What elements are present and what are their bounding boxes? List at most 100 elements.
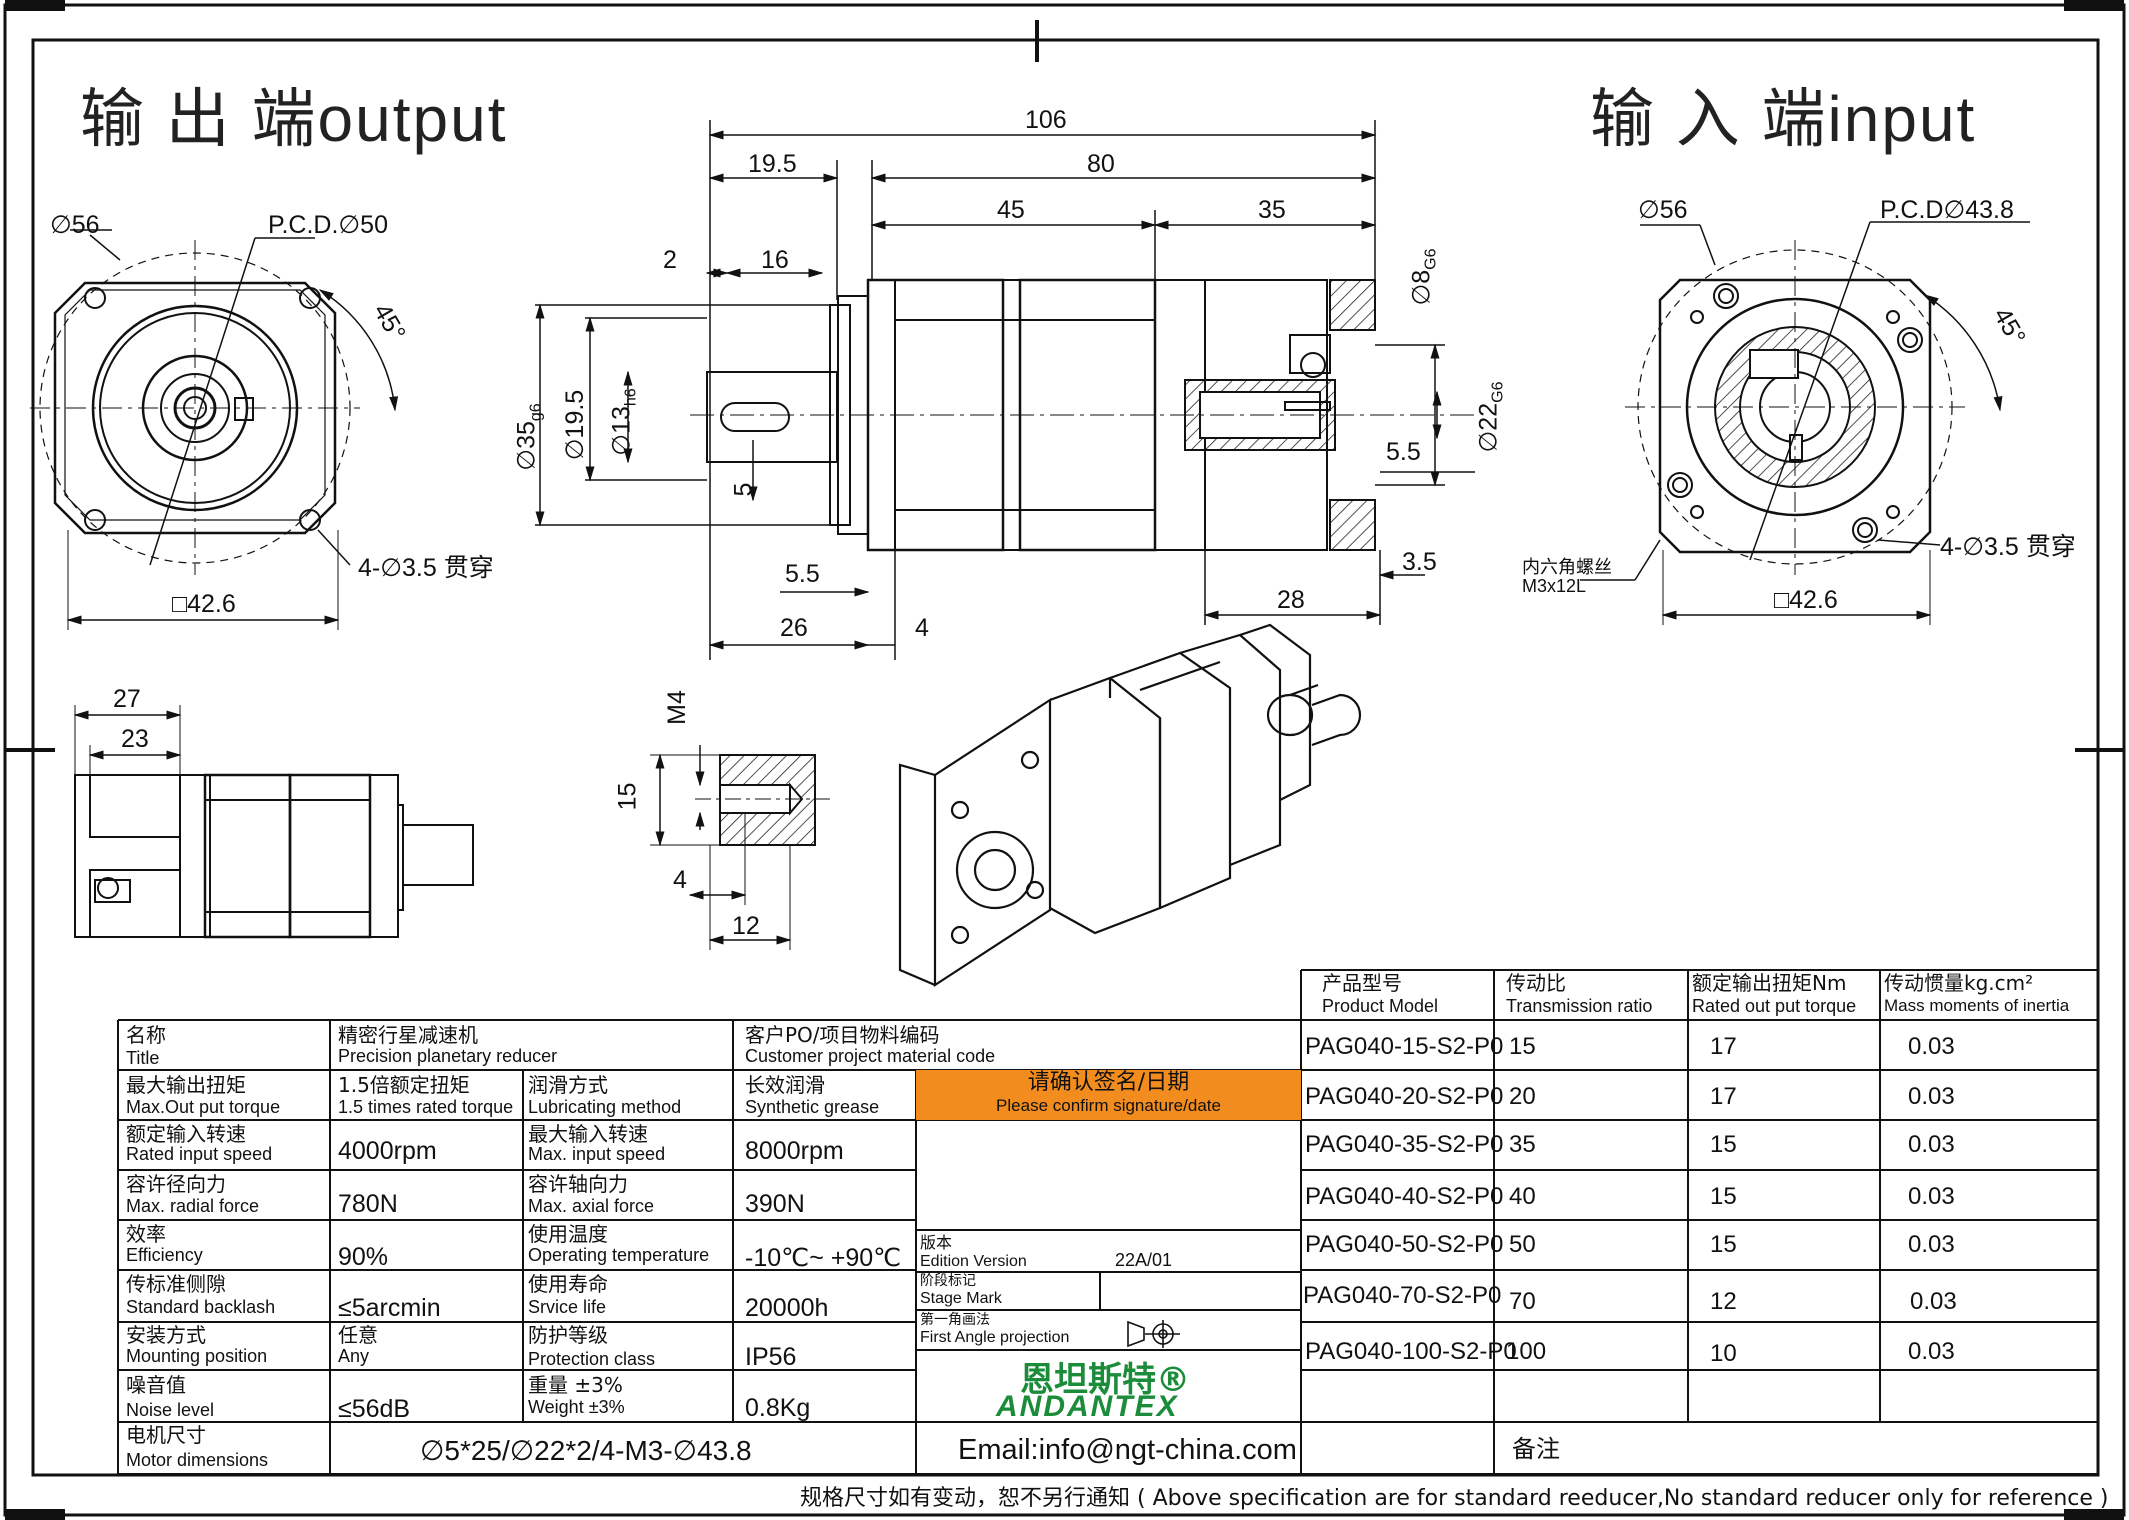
axial-force-cn: 容许轴向力 (528, 1172, 628, 1196)
confirm-signature-box[interactable]: 请确认签名/日期 Please confirm signature/date (916, 1070, 1301, 1120)
service-life-cn: 使用寿命 (528, 1272, 608, 1296)
header-ratio-cn: 传动比 (1506, 971, 1566, 995)
dim-23: 23 (121, 725, 149, 753)
torque-cell: 15 (1710, 1231, 1737, 1258)
dim-13h6: ∅13h6 (607, 388, 640, 456)
mounting-en: Mounting position (126, 1346, 268, 1366)
lubrication-label-en: Lubricating method (528, 1097, 682, 1117)
dim-19-5: 19.5 (748, 150, 797, 178)
first-angle-symbol (1127, 1320, 1180, 1348)
protection-en: Protection class (528, 1349, 656, 1369)
projection-cn: 第一角画法 (920, 1312, 990, 1328)
max-input-speed-value: 8000rpm (745, 1137, 844, 1165)
model-cell: PAG040-100-S2-P0 (1305, 1338, 1517, 1365)
inertia-cell: 0.03 (1908, 1338, 1955, 1365)
torque-cell: 15 (1710, 1131, 1737, 1158)
screw-label-cn: 内六角螺丝 (1522, 557, 1612, 578)
service-life-value: 20000h (745, 1294, 829, 1322)
backlash-value: ≤5arcmin (338, 1294, 441, 1322)
side-section-view (535, 120, 1480, 660)
mounting-value-en: Any (338, 1346, 370, 1366)
radial-force-cn: 容许径向力 (126, 1172, 226, 1196)
inertia-cell: 0.03 (1908, 1033, 1955, 1060)
dim-26: 26 (780, 614, 808, 642)
dim-19-5-dia: ∅19.5 (561, 389, 590, 461)
inertia-cell: 0.03 (1908, 1183, 1955, 1210)
customer-code-en: Customer project material code (745, 1046, 996, 1066)
noise-cn: 噪音值 (126, 1373, 186, 1397)
footer-note: 规格尺寸如有变动，恕不另行通知 ( Above specification ar… (800, 1486, 2109, 1511)
email[interactable]: Email:info@ngt-china.com (958, 1434, 1297, 1466)
dim-5-5-output: 5.5 (785, 560, 820, 588)
dim-106: 106 (1025, 106, 1067, 134)
protection-value: IP56 (745, 1343, 797, 1371)
input-title: 输 入 端input (1590, 83, 1977, 155)
dim-80: 80 (1087, 150, 1115, 178)
rated-input-speed-value: 4000rpm (338, 1137, 437, 1165)
ratio-cell: 40 (1509, 1183, 1536, 1210)
header-torque-en: Rated out put torque (1692, 996, 1857, 1016)
inertia-cell: 0.03 (1910, 1288, 1957, 1315)
max-output-torque-value-en: 1.5 times rated torque (338, 1097, 514, 1117)
ratio-cell: 35 (1509, 1131, 1536, 1158)
small-side-view (73, 705, 474, 939)
torque-cell: 15 (1710, 1183, 1737, 1210)
isometric-view (898, 623, 1362, 988)
dim-28: 28 (1277, 586, 1305, 614)
dim-22g6: ∅22G6 (1474, 381, 1507, 453)
ratio-cell: 100 (1506, 1338, 1547, 1365)
torque-cell: 10 (1710, 1340, 1737, 1367)
in-dia-56: ∅56 (1638, 196, 1688, 224)
output-flange-view (30, 229, 399, 630)
weight-cn: 重量 ±3% (528, 1373, 623, 1397)
dim-4: 4 (915, 614, 929, 642)
weight-value: 0.8Kg (745, 1394, 811, 1422)
stage-mark-cn: 阶段标记 (920, 1273, 976, 1289)
confirm-label-en: Please confirm signature/date (996, 1096, 1221, 1115)
model-cell: PAG040-35-S2-P0 (1305, 1131, 1504, 1158)
dim-2: 2 (663, 246, 677, 274)
mounting-cn: 安装方式 (126, 1323, 206, 1347)
out-holes: 4-∅3.5 贯穿 (358, 554, 494, 582)
edition-label-cn: 版本 (920, 1233, 953, 1252)
edition-label-en: Edition Version (920, 1253, 1027, 1270)
title-value-cn: 精密行星减速机 (338, 1023, 478, 1047)
screw-label-en: M3x12L (1522, 576, 1587, 596)
protection-cn: 防护等级 (528, 1323, 608, 1347)
efficiency-en: Efficiency (126, 1245, 203, 1265)
rated-input-speed-cn: 额定输入转速 (126, 1122, 246, 1146)
model-cell: PAG040-40-S2-P0 (1305, 1183, 1504, 1210)
temperature-en: Operating temperature (528, 1245, 710, 1265)
customer-code-cn: 客户PO/项目物料编码 (745, 1023, 940, 1047)
motor-dim-value: ∅5*25/∅22*2/4-M3-∅43.8 (420, 1435, 752, 1466)
header-inertia-en: Mass moments of inertia (1884, 996, 2070, 1015)
dim-16: 16 (761, 246, 789, 274)
out-pcd: P.C.D.∅50 (268, 211, 388, 239)
axial-force-en: Max. axial force (528, 1196, 655, 1216)
axial-force-value: 390N (745, 1190, 805, 1218)
table-grid (117, 969, 2098, 1475)
backlash-cn: 传标准侧隙 (126, 1272, 226, 1296)
lubrication-label-cn: 润滑方式 (528, 1073, 608, 1097)
model-cell: PAG040-15-S2-P0 (1305, 1033, 1504, 1060)
efficiency-cn: 效率 (126, 1222, 166, 1246)
motor-dim-en: Motor dimensions (126, 1450, 269, 1470)
weight-en: Weight ±3% (528, 1397, 625, 1417)
temperature-value: -10℃~ +90℃ (745, 1244, 902, 1272)
radial-force-en: Max. radial force (126, 1196, 260, 1216)
model-cell: PAG040-70-S2-P0 (1303, 1282, 1502, 1309)
dim-15: 15 (613, 782, 642, 811)
dim-4-m4: 4 (673, 866, 687, 894)
header-model-en: Product Model (1322, 996, 1439, 1016)
dim-12: 12 (732, 912, 760, 940)
rated-input-speed-en: Rated input speed (126, 1144, 273, 1164)
header-inertia-cn: 传动惯量kg.cm² (1884, 971, 2034, 995)
ratio-cell: 15 (1509, 1033, 1536, 1060)
dim-35: 35 (1258, 196, 1286, 224)
out-square: □42.6 (172, 590, 236, 618)
max-output-torque-cn: 最大输出扭矩 (126, 1073, 246, 1097)
inertia-cell: 0.03 (1908, 1083, 1955, 1110)
remark-label: 备注 (1512, 1435, 1560, 1463)
dim-27: 27 (113, 685, 141, 713)
